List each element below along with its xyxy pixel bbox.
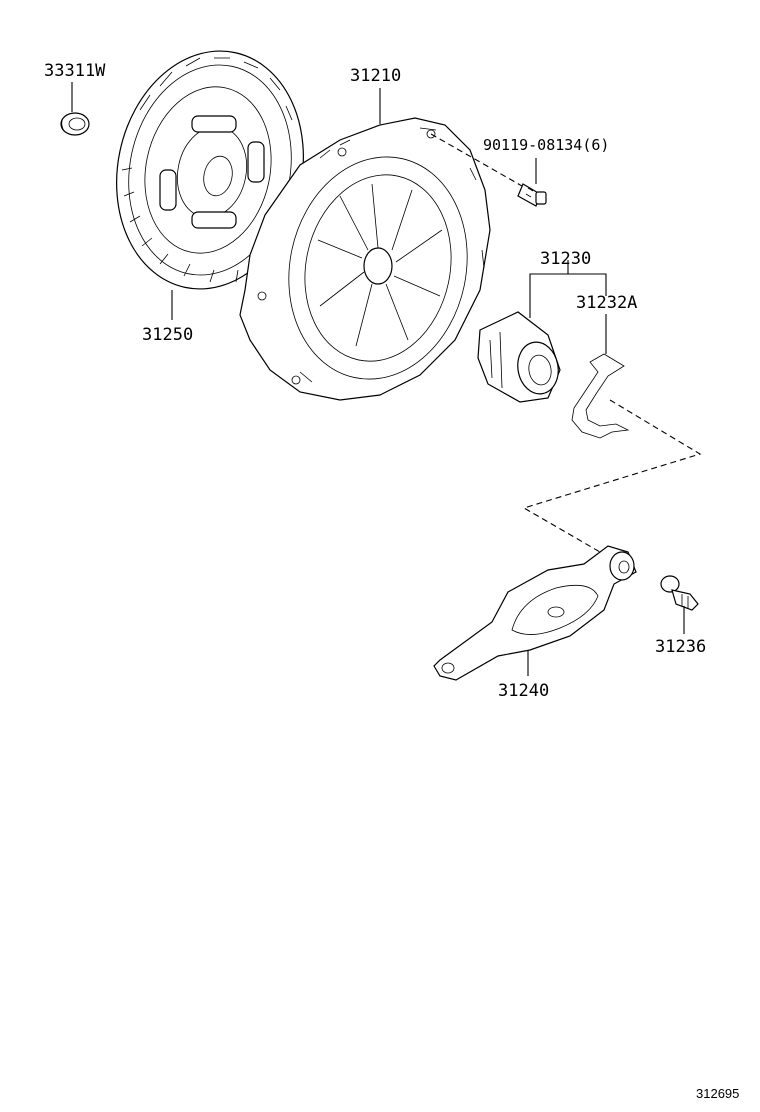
callout-31250: 31250 [142,325,193,345]
callout-90119-08134: 90119-08134(6) [483,136,609,154]
pilot-bearing-33311w[interactable] [60,112,90,136]
bolt-alignment-line [430,133,523,187]
clutch-disc-31250[interactable] [95,33,325,306]
callout-31232a: 31232A [576,293,637,313]
clutch-cover-31210[interactable] [239,117,491,401]
callout-31236: 31236 [655,637,706,657]
hub-clip-31232a[interactable] [571,353,630,439]
fork-pivot-31236[interactable] [660,575,699,611]
callout-31230: 31230 [540,249,591,269]
callout-33311w: 33311W [44,61,106,81]
callout-31240: 31240 [498,681,549,701]
figure-id: 312695 [696,1086,739,1101]
callout-31210: 31210 [350,66,401,86]
release-fork-31240[interactable] [433,545,637,681]
clip-to-fork-dashed-line [522,399,702,553]
release-bearing-31230[interactable] [477,311,562,403]
cover-bolt-90119-08134[interactable] [517,183,547,207]
